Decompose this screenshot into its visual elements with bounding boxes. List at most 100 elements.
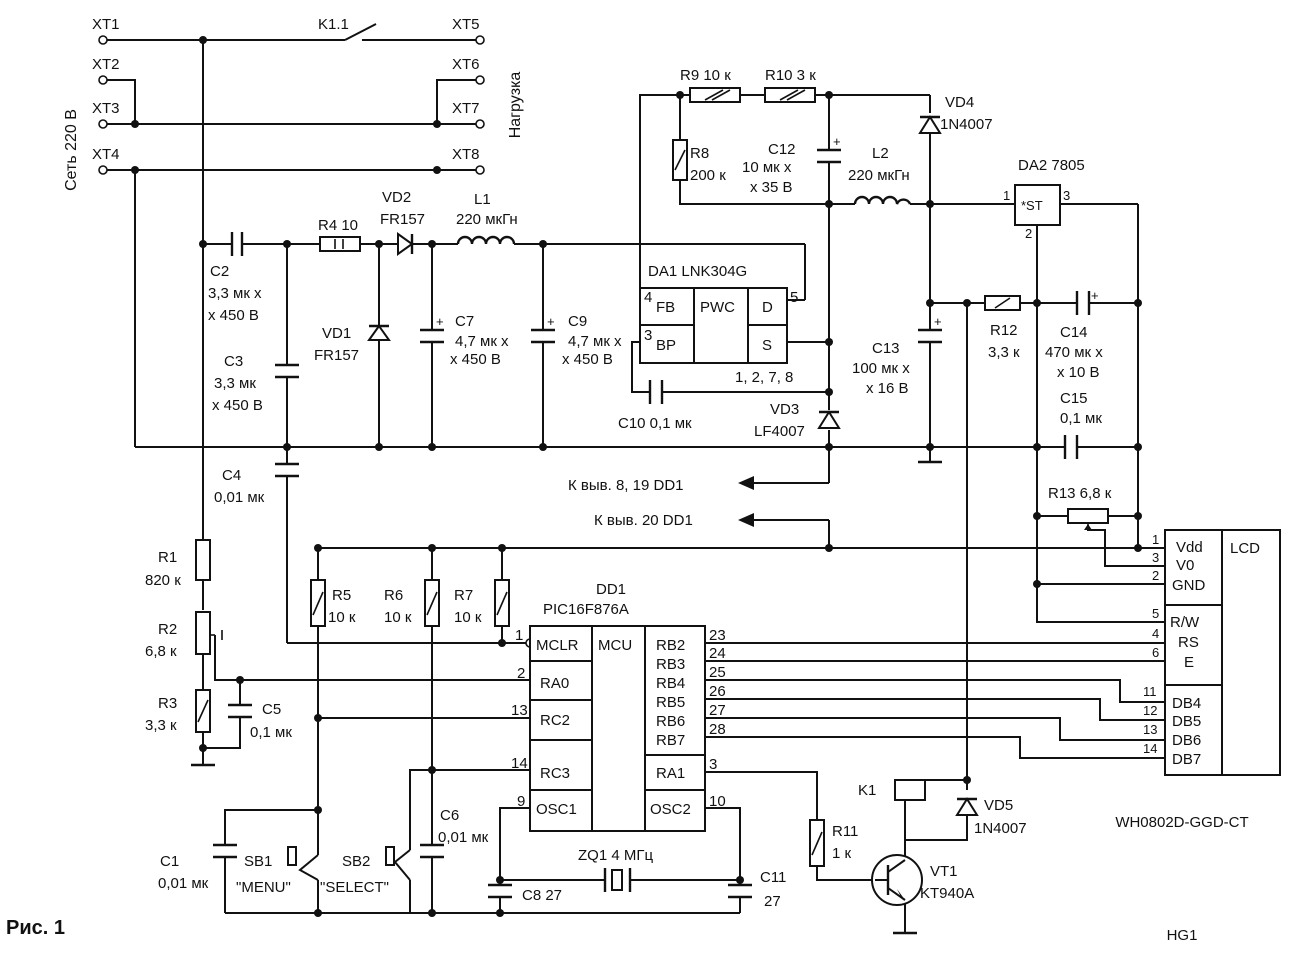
svg-text:V0: V0: [1176, 557, 1194, 574]
svg-text:R13 6,8 к: R13 6,8 к: [1048, 485, 1112, 502]
svg-text:RC2: RC2: [540, 712, 570, 729]
svg-text:DB6: DB6: [1172, 732, 1201, 749]
svg-text:0,01 мк: 0,01 мк: [214, 489, 265, 506]
svg-text:1 к: 1 к: [832, 845, 852, 862]
svg-text:12: 12: [1143, 703, 1157, 718]
svg-text:L1: L1: [474, 191, 491, 208]
svg-text:220 мкГн: 220 мкГн: [848, 167, 910, 184]
svg-text:1: 1: [1003, 188, 1010, 203]
svg-text:RC3: RC3: [540, 765, 570, 782]
svg-text:OSC2: OSC2: [650, 801, 691, 818]
svg-text:4,7 мк х: 4,7 мк х: [455, 333, 509, 350]
svg-text:10 мк х: 10 мк х: [742, 159, 792, 176]
svg-text:VT1: VT1: [930, 863, 958, 880]
svg-text:XT1: XT1: [92, 16, 120, 33]
svg-text:RB2: RB2: [656, 637, 685, 654]
svg-text:R6: R6: [384, 587, 403, 604]
svg-text:1, 2, 7, 8: 1, 2, 7, 8: [735, 369, 793, 386]
svg-text:C6: C6: [440, 807, 459, 824]
svg-text:PIC16F876A: PIC16F876A: [543, 601, 629, 618]
svg-text:4: 4: [1152, 626, 1159, 641]
svg-text:R4 10: R4 10: [318, 217, 358, 234]
svg-text:R/W: R/W: [1170, 614, 1200, 631]
svg-text:C9: C9: [568, 313, 587, 330]
svg-text:C12: C12: [768, 141, 796, 158]
svg-text:3,3 к: 3,3 к: [145, 717, 177, 734]
svg-text:13: 13: [511, 702, 528, 719]
svg-text:MCLR: MCLR: [536, 637, 579, 654]
capacitor-symbols: ++ ++ +: [213, 134, 1099, 899]
svg-text:R5: R5: [332, 587, 351, 604]
svg-text:DD1: DD1: [596, 581, 626, 598]
svg-text:L2: L2: [872, 145, 889, 162]
svg-text:RB6: RB6: [656, 713, 685, 730]
diode-symbols: [367, 115, 979, 816]
svg-text:XT5: XT5: [452, 16, 480, 33]
svg-text:1N4007: 1N4007: [974, 820, 1027, 837]
svg-text:VD5: VD5: [984, 797, 1013, 814]
svg-text:К выв. 8, 19 DD1: К выв. 8, 19 DD1: [568, 477, 684, 494]
svg-text:GND: GND: [1172, 577, 1206, 594]
svg-text:R11: R11: [832, 823, 858, 840]
svg-text:RA1: RA1: [656, 765, 685, 782]
svg-text:13: 13: [1143, 722, 1157, 737]
svg-text:"MENU": "MENU": [236, 879, 291, 896]
svg-text:S: S: [762, 337, 772, 354]
svg-text:SB1: SB1: [244, 853, 272, 870]
svg-text:3,3 мк х: 3,3 мк х: [208, 285, 262, 302]
svg-text:470 мк х: 470 мк х: [1045, 344, 1103, 361]
svg-text:х 10 В: х 10 В: [1057, 364, 1100, 381]
svg-text:2: 2: [1025, 226, 1032, 241]
svg-text:XT7: XT7: [452, 100, 480, 117]
svg-text:KT940A: KT940A: [920, 885, 974, 902]
svg-text:C3: C3: [224, 353, 243, 370]
svg-text:R3: R3: [158, 695, 177, 712]
svg-text:C11: C11: [760, 869, 786, 886]
svg-text:24: 24: [709, 645, 726, 662]
svg-text:1: 1: [1152, 532, 1159, 547]
svg-text:VD3: VD3: [770, 401, 799, 418]
svg-text:XT6: XT6: [452, 56, 480, 73]
svg-text:х 450 В: х 450 В: [212, 397, 263, 414]
svg-text:К выв. 20 DD1: К выв. 20 DD1: [594, 512, 693, 529]
svg-text:220 мкГн: 220 мкГн: [456, 211, 518, 228]
svg-text:Vdd: Vdd: [1176, 539, 1203, 556]
svg-text:200 к: 200 к: [690, 167, 726, 184]
misc-symbols: [191, 460, 942, 935]
svg-text:28: 28: [709, 721, 726, 738]
svg-text:х 16 В: х 16 В: [866, 380, 909, 397]
svg-text:C5: C5: [262, 701, 281, 718]
svg-text:VD2: VD2: [382, 189, 411, 206]
svg-text:0,1 мк: 0,1 мк: [1060, 410, 1102, 427]
svg-text:FR157: FR157: [314, 347, 359, 364]
svg-text:HG1: HG1: [1167, 927, 1198, 944]
svg-text:*ST: *ST: [1021, 198, 1043, 213]
svg-text:C2: C2: [210, 263, 229, 280]
labels: Рис. 1 Сеть 220 В Нагрузка XT1 XT2 XT3 X…: [6, 16, 1260, 944]
svg-text:10 к: 10 к: [328, 609, 356, 626]
svg-text:RB5: RB5: [656, 694, 685, 711]
figure-label: Рис. 1: [6, 917, 65, 939]
svg-text:6,8 к: 6,8 к: [145, 643, 177, 660]
svg-text:XT4: XT4: [92, 146, 120, 163]
svg-text:3,3 мк: 3,3 мк: [214, 375, 256, 392]
svg-text:DB5: DB5: [1172, 713, 1201, 730]
svg-text:DA1 LNK304G: DA1 LNK304G: [648, 263, 747, 280]
svg-text:+: +: [547, 314, 555, 329]
svg-text:DB7: DB7: [1172, 751, 1201, 768]
svg-text:D: D: [762, 299, 773, 316]
svg-text:+: +: [436, 314, 444, 329]
svg-text:RS: RS: [1178, 634, 1199, 651]
svg-text:SB2: SB2: [342, 853, 370, 870]
svg-text:27: 27: [709, 702, 726, 719]
svg-text:5: 5: [790, 289, 798, 306]
svg-text:6: 6: [1152, 645, 1159, 660]
svg-text:R8: R8: [690, 145, 709, 162]
svg-text:RB7: RB7: [656, 732, 685, 749]
svg-text:K1.1: K1.1: [318, 16, 349, 33]
svg-text:C15: C15: [1060, 390, 1088, 407]
svg-text:VD4: VD4: [945, 94, 974, 111]
svg-text:RA0: RA0: [540, 675, 569, 692]
